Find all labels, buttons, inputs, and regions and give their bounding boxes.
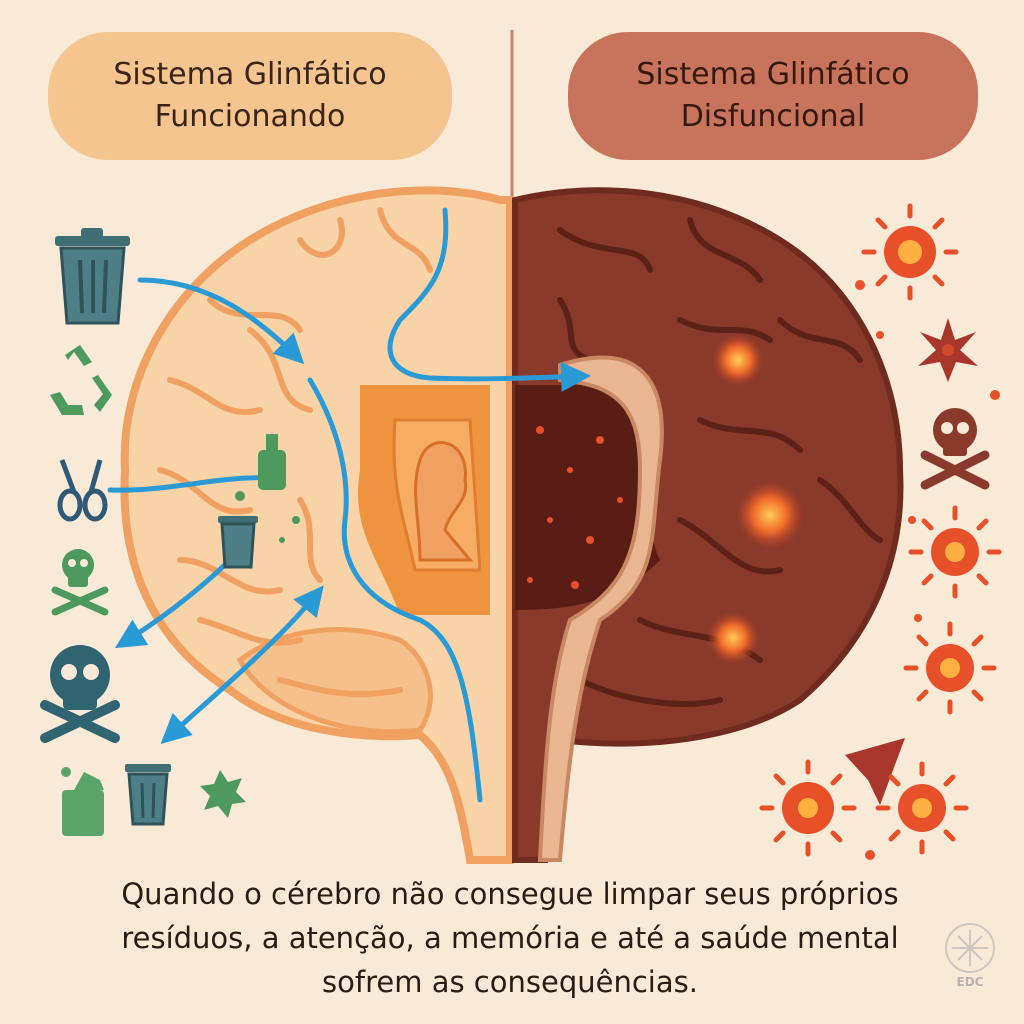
- virus-icon: [931, 528, 979, 576]
- skull-crossbones-icon: [40, 645, 120, 743]
- trash-can-icon: [55, 228, 130, 325]
- scissors-icon: [57, 459, 108, 522]
- virus-icon: [918, 318, 978, 382]
- header-left-line1: Sistema Glinfático: [113, 57, 387, 92]
- bottle-icon: [235, 434, 300, 543]
- header-right-line1: Sistema Glinfático: [636, 57, 910, 92]
- skull-crossbones-icon: [51, 549, 109, 616]
- healthy-hemisphere: [120, 186, 514, 864]
- virus-spikes: [759, 203, 1002, 857]
- edc-logo-mark: [945, 923, 995, 973]
- edc-logo-text: EDC: [956, 975, 984, 989]
- header-right-line2: Disfuncional: [680, 99, 866, 134]
- virus-icon: [898, 784, 946, 832]
- flow-arrows: [107, 207, 591, 803]
- dysfunctional-hemisphere: [512, 187, 904, 863]
- trash-can-icon: [218, 516, 258, 569]
- virus-icon: [884, 226, 936, 278]
- caption-line-3: sofrem as consequências.: [322, 965, 698, 999]
- header-dysfunctional: Sistema Glinfático Disfuncional: [568, 32, 978, 160]
- toxin-shard-icon: [845, 738, 905, 805]
- splat-icon: [200, 770, 246, 818]
- virus-icon: [782, 782, 834, 834]
- virus-icon: [926, 644, 974, 692]
- header-functioning: Sistema Glinfático Funcionando: [48, 32, 452, 160]
- caption-line-1: Quando o cérebro não consegue limpar seu…: [121, 877, 899, 911]
- puzzle-tag-icon: [61, 767, 104, 836]
- header-left-line2: Funcionando: [154, 99, 346, 134]
- skull-crossbones-icon: [920, 408, 990, 490]
- recycle-icon: [50, 345, 112, 415]
- particle-dots: [855, 280, 1000, 860]
- trash-can-icon: [125, 764, 171, 826]
- caption: Quando o cérebro não consegue limpar seu…: [40, 872, 980, 1004]
- caption-line-2: resíduos, a atenção, a memória e até a s…: [121, 921, 899, 955]
